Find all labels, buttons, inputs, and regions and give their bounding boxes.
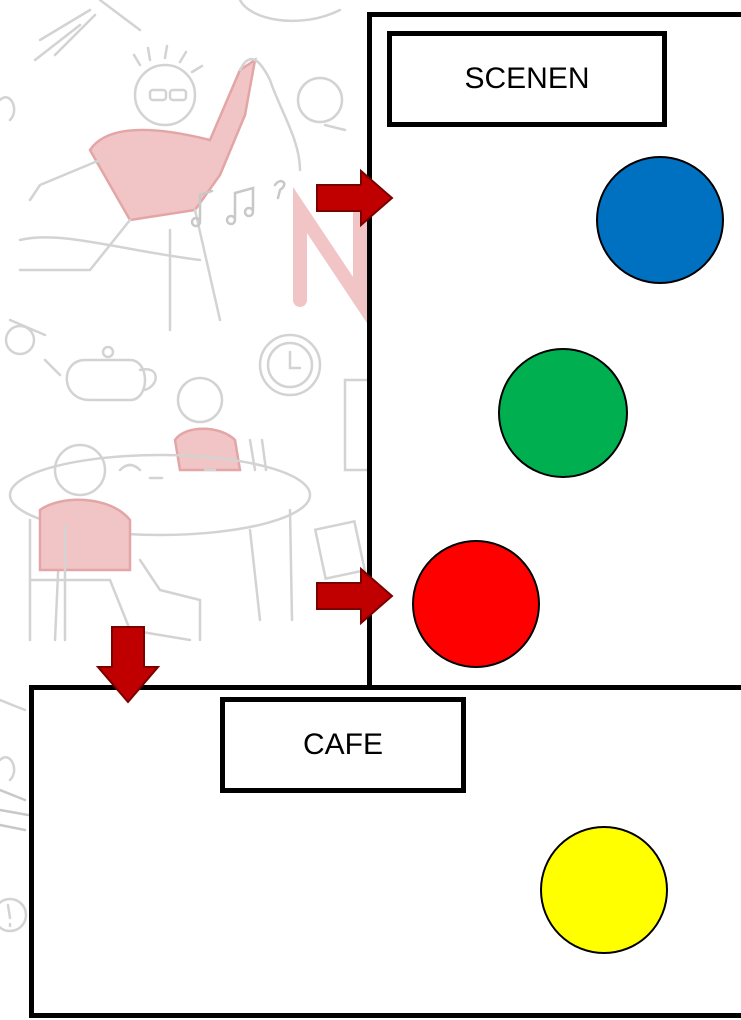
blue-marker (596, 156, 724, 284)
scenen-label: SCENEN (387, 31, 667, 127)
red-marker (412, 540, 540, 668)
teapot-icon (43, 345, 157, 402)
clock-icon (258, 333, 322, 397)
arrow-right-icon (316, 168, 394, 228)
cafe-label-text: CAFE (302, 728, 383, 761)
cafe-label: CAFE (220, 697, 466, 793)
arrow-down-icon (96, 626, 160, 704)
arrow-right-icon (316, 566, 394, 626)
green-marker (498, 348, 628, 478)
yellow-marker (540, 826, 668, 954)
dancing-woman-sketch (18, 44, 347, 332)
music-note-icon (190, 179, 286, 228)
seated-person-sketch (28, 443, 202, 642)
scenen-label-text: SCENEN (464, 62, 590, 95)
